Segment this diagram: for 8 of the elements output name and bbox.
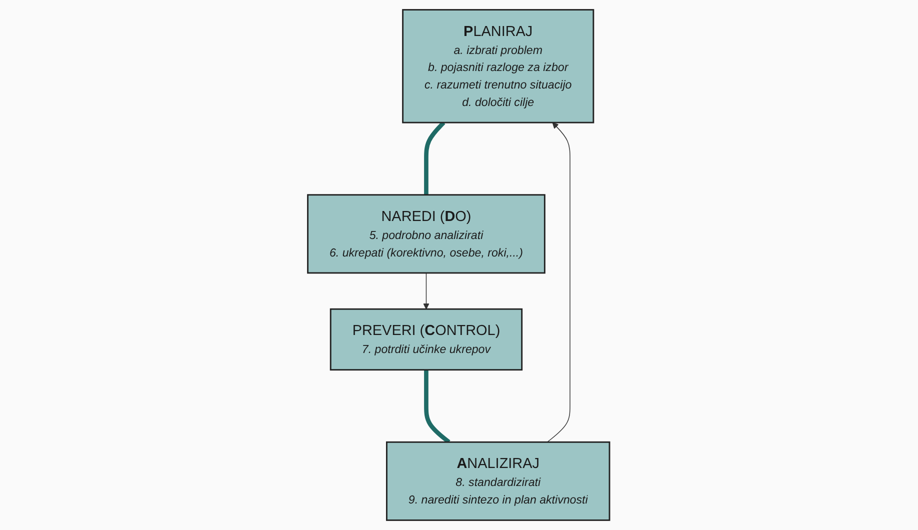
node-box: PLANIRAJ a. izbrati problem b. pojasniti razloge za izbor c. razumeti trenutno situacijo d. določiti cilje bbox=[402, 9, 594, 124]
arrow bbox=[547, 122, 571, 442]
connector bbox=[424, 370, 451, 444]
arrow bbox=[423, 272, 430, 310]
node-box: NAREDI (DO) 5. podrobno analizirati 6. ukrepati (korektivno, osebe, roki,...) bbox=[307, 194, 546, 274]
node-box: ANALIZIRAJ 8. standardizirati 9. narediti sintezo in plan aktivnosti bbox=[386, 441, 611, 521]
connector bbox=[424, 121, 446, 195]
node-box: PREVERI (CONTROL) 7. potrditi učinke ukrepov bbox=[330, 308, 523, 371]
